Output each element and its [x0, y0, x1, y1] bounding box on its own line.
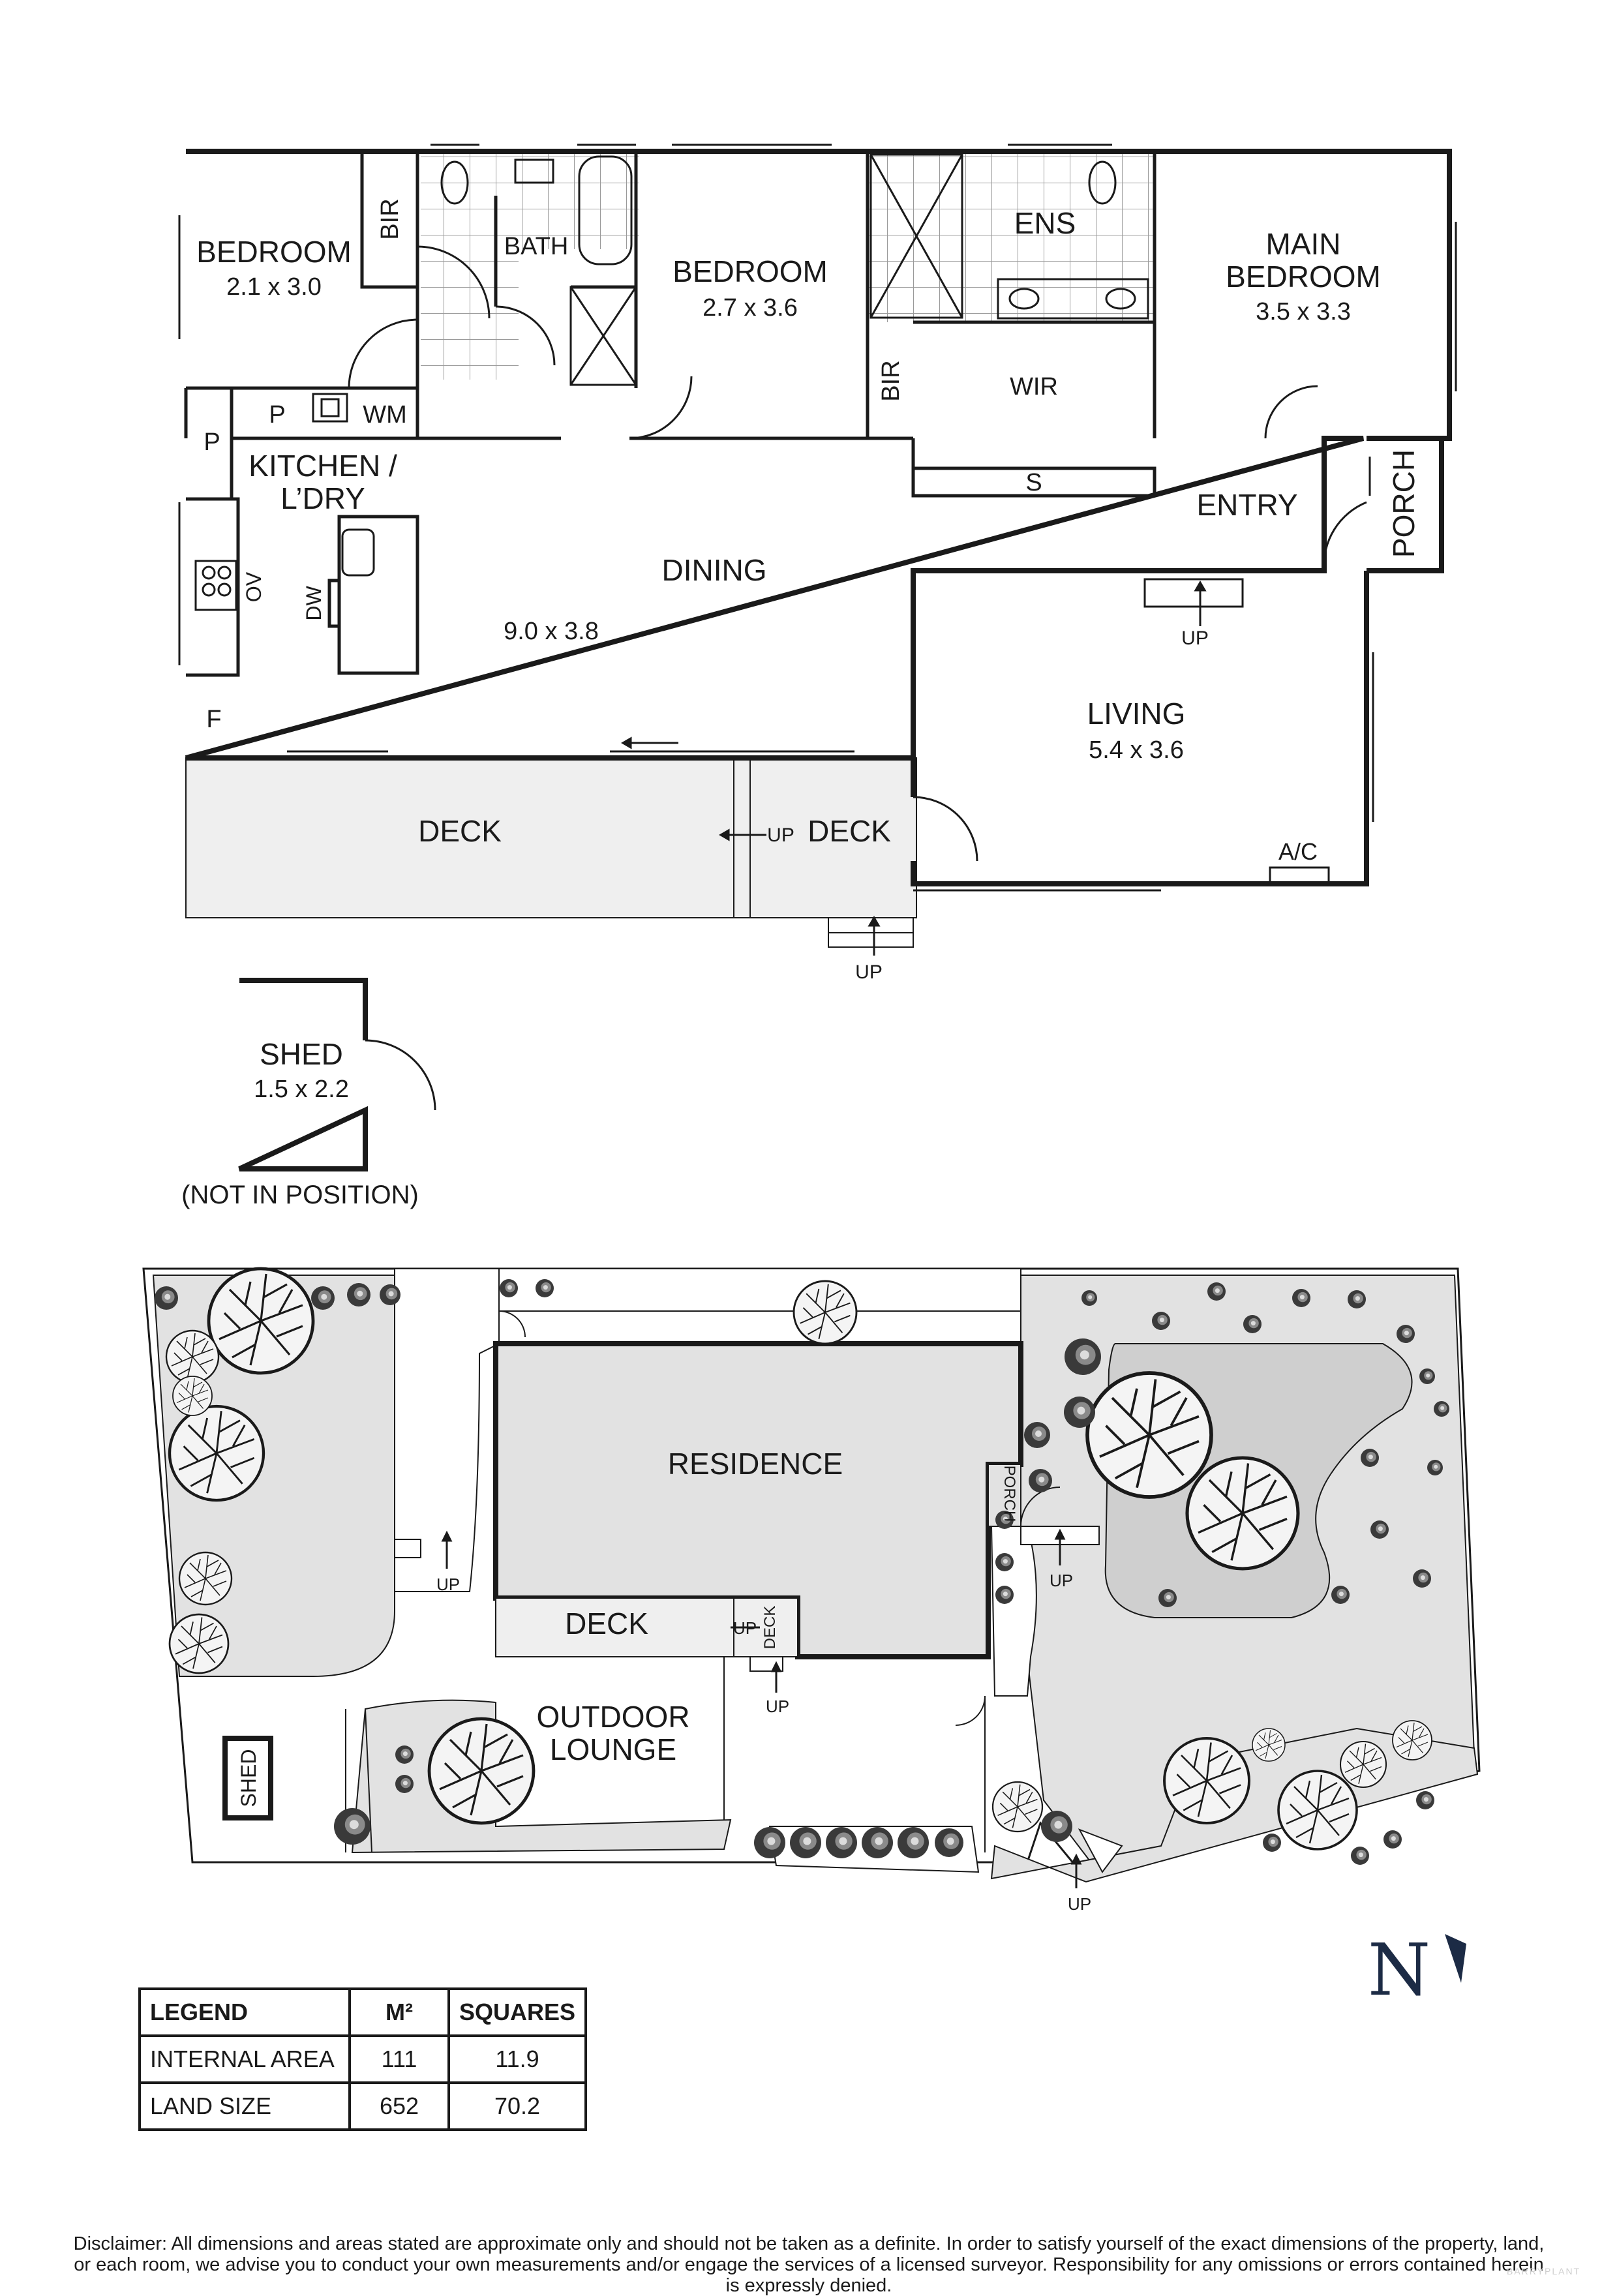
shed-outline [238, 978, 436, 1171]
m2-header: M² [348, 1987, 450, 2037]
site-deck [495, 1597, 734, 1657]
fireplace-icon [1143, 578, 1244, 608]
up-stairs-label: UP [855, 961, 883, 983]
compass: N [1368, 1928, 1466, 2012]
fixtures [194, 153, 1330, 885]
shed-size: 1.5 x 2.2 [254, 1076, 349, 1103]
oven-label: OV [242, 571, 265, 602]
kitchen-label-1: KITCHEN / [249, 449, 397, 483]
bath-label: BATH [504, 233, 569, 260]
site-porch-label: PORCH [1001, 1466, 1018, 1522]
site-up-right-label: UP [1050, 1571, 1073, 1590]
bedroom-3-label: BEDROOM [672, 254, 828, 288]
site-deck-small-label: DECK [761, 1606, 779, 1650]
storage-label: S [1025, 469, 1042, 496]
up-fireplace-label: UP [1181, 627, 1209, 649]
washing-machine-label: WM [363, 401, 407, 429]
porch-label: PORCH [1387, 449, 1421, 558]
site-up-bottom-label: UP [1068, 1894, 1091, 1914]
arrows [621, 581, 1207, 956]
wir-label: WIR [1010, 373, 1058, 400]
windows [178, 144, 1457, 892]
dining-size: 9.0 x 3.8 [504, 618, 599, 645]
dishwasher-label: DW [302, 586, 325, 621]
watermark-logo: BARRYPLANT [1507, 2266, 1581, 2276]
site-up-deck-below-label: UP [766, 1697, 789, 1716]
squares-header: SQUARES [447, 1987, 588, 2037]
floor-plan-labels: BEDROOM 2.1 x 3.0 BIR BATH BEDROOM 2.7 x… [181, 198, 1421, 1209]
outdoor-lounge-label-1: OUTDOOR [536, 1700, 689, 1734]
site-up-left-label: UP [436, 1575, 460, 1594]
internal-area-m2: 111 [348, 2034, 450, 2084]
fridge-label: F [206, 706, 221, 733]
land-size-label: LAND SIZE [138, 2081, 351, 2131]
site-up-deck-label: UP [733, 1618, 757, 1638]
shed-label: SHED [260, 1037, 343, 1071]
toilet-icon [440, 160, 469, 205]
main-bedroom-label-1: MAIN [1266, 227, 1341, 261]
ac-label: A/C [1278, 838, 1318, 865]
ens-label: ENS [1014, 206, 1076, 240]
deck-areas [185, 757, 917, 948]
door-swings [348, 245, 1367, 862]
kitchen-label-2: L’DRY [280, 481, 365, 515]
legend-header-row: LEGEND M² SQUARES [138, 1987, 588, 2037]
internal-area-squares: 11.9 [447, 2034, 588, 2084]
main-bedroom-label-2: BEDROOM [1226, 260, 1381, 294]
table-row: LAND SIZE 652 70.2 [138, 2081, 588, 2131]
up-deck-label: UP [767, 824, 794, 846]
residence-label: RESIDENCE [668, 1447, 843, 1481]
pantry-2-label: P [204, 429, 220, 456]
dining-label: DINING [662, 553, 767, 587]
compass-n-label: N [1368, 1928, 1430, 2012]
disclaimer-text: Disclaimer: All dimensions and areas sta… [73, 2233, 1545, 2296]
main-bedroom-size: 3.5 x 3.3 [1256, 298, 1351, 325]
internal-area-label: INTERNAL AREA [138, 2034, 351, 2084]
entry-label: ENTRY [1196, 488, 1297, 522]
not-in-position-label: (NOT IN POSITION) [181, 1181, 419, 1209]
site-deck-label: DECK [565, 1607, 648, 1640]
land-size-m2: 652 [348, 2081, 450, 2131]
living-label: LIVING [1087, 697, 1186, 731]
site-plan: RESIDENCE PORCH DECK DECK UP UP UP UP UP… [142, 1268, 1481, 1914]
legend-table-wrap: LEGEND M² SQUARES INTERNAL AREA 111 11.9… [138, 1987, 588, 2131]
pantry-label: P [269, 401, 285, 429]
bedroom-2-label: BEDROOM [196, 235, 352, 269]
legend-header: LEGEND [138, 1987, 351, 2037]
bathtub-icon [578, 155, 633, 265]
site-shed [222, 1736, 273, 1820]
outdoor-lounge-label-2: LOUNGE [550, 1732, 676, 1766]
table-row: INTERNAL AREA 111 11.9 [138, 2034, 588, 2084]
bir-label: BIR [376, 198, 404, 239]
deck-2-label: DECK [808, 814, 891, 848]
deck-label: DECK [418, 814, 502, 848]
exterior-walls [185, 149, 1452, 886]
bir-2-label: BIR [877, 360, 905, 401]
north-arrow-icon [1445, 1934, 1466, 1983]
site-paths [394, 1268, 1037, 1697]
site-shed-label: SHED [237, 1749, 260, 1807]
bedroom-3-size: 2.7 x 3.6 [703, 294, 798, 322]
legend-table: LEGEND M² SQUARES INTERNAL AREA 111 11.9… [138, 1987, 588, 2131]
land-size-squares: 70.2 [447, 2081, 588, 2131]
toilet-icon [1088, 160, 1117, 205]
interior-walls [184, 151, 1156, 677]
bedroom-2-size: 2.1 x 3.0 [226, 273, 322, 301]
living-size: 5.4 x 3.6 [1089, 736, 1184, 764]
